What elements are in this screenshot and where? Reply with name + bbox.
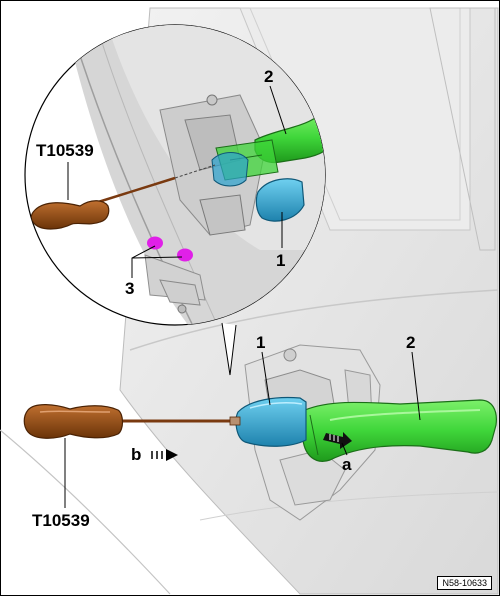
label-1-main: 1 [256,333,265,352]
arrow-a [323,432,352,449]
label-1-detail: 1 [276,251,285,270]
label-arrow-a: a [342,455,352,474]
cover-cap-main [235,396,307,447]
detail-leader-lines [67,85,287,278]
arrow-b [151,449,178,461]
figure-reference: N58-10633 [437,576,492,590]
label-2-main: 2 [406,333,415,352]
label-tool-detail: T10539 [36,141,94,160]
label-3-detail: 3 [125,279,134,298]
label-tool-main: T10539 [32,511,90,530]
main-leader-lines [64,351,421,508]
label-arrow-b: b [131,445,141,464]
screwdriver-main [23,404,241,439]
door-handle-main [302,399,497,462]
label-2-detail: 2 [264,67,273,86]
